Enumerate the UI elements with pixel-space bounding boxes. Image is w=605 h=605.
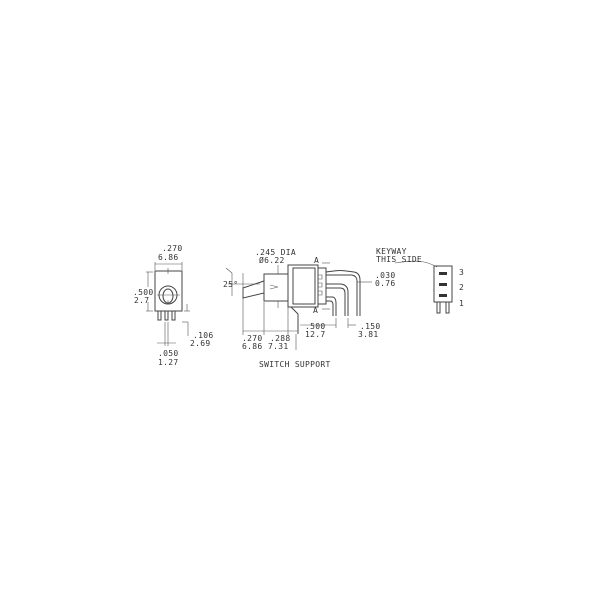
- front-width-mm: 6.86: [158, 253, 179, 262]
- pin-spacing-mm: 3.81: [358, 330, 379, 339]
- pin-pitch-mm: 1.27: [158, 358, 179, 367]
- body-length-in: .288: [270, 334, 291, 343]
- pin-number-1: 1: [459, 299, 465, 308]
- section-a-bottom: A: [313, 306, 319, 315]
- pin-number-3: 3: [459, 268, 465, 277]
- front-width-in: .270: [162, 244, 183, 253]
- depth-in: .500: [305, 322, 326, 331]
- bushing-length-mm: 6.86: [242, 342, 263, 351]
- pin-length-in: .106: [193, 331, 214, 340]
- front-view: [146, 262, 190, 346]
- keyway-label-1: KEYWAY: [376, 247, 407, 256]
- bushing-length-in: .270: [242, 334, 263, 343]
- section-a-top: A: [314, 256, 320, 265]
- front-height-mm: 2.7: [134, 296, 150, 305]
- pin-thickness-in: .030: [375, 271, 396, 280]
- pin-pitch-in: .050: [158, 349, 179, 358]
- front-height-in: .500: [133, 288, 154, 297]
- switch-support-label: SWITCH SUPPORT: [259, 360, 331, 369]
- depth-mm: 12.7: [305, 330, 326, 339]
- lever-angle: 25°: [223, 280, 239, 289]
- end-view: [394, 260, 453, 314]
- body-length-mm: 7.31: [268, 342, 289, 351]
- diameter-mm: Ø6.22: [259, 256, 285, 265]
- keyway-label-2: THIS SIDE: [376, 255, 423, 264]
- pin-length-mm: 2.69: [190, 339, 211, 348]
- pin-number-2: 2: [459, 283, 465, 292]
- side-view: [225, 262, 372, 350]
- diameter-in: .245 DIA: [255, 248, 296, 257]
- pin-thickness-mm: 0.76: [375, 279, 396, 288]
- pin-spacing-in: .150: [360, 322, 381, 331]
